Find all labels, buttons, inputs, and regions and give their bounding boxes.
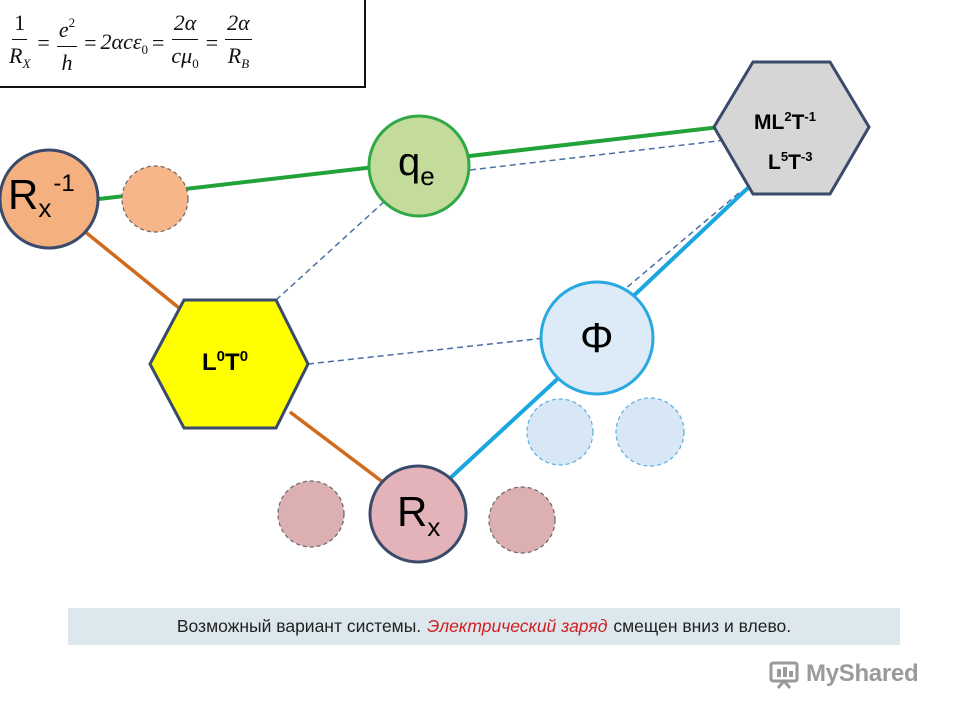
formula-term-2-den: h — [61, 50, 73, 75]
formula-term-1-num: 1 — [12, 8, 28, 40]
node-hexagon-l0t0 — [148, 298, 310, 430]
label-hexagon-l0t0: L0T0 — [202, 348, 249, 376]
formula-term-2-num: e2 — [56, 8, 78, 47]
label-hexagon-ml2t-line1: ML2T-1 — [754, 109, 816, 134]
formula-term-5: 2α RB — [225, 8, 252, 79]
caption-highlight: Электрический заряд — [427, 616, 608, 636]
formula-term-4-den: cμ0 — [171, 42, 199, 71]
node-hexagon-ml2t — [712, 60, 871, 196]
formula-term-4: 2α cμ0 — [171, 8, 198, 79]
dashed-edge-l0t0-phi — [307, 337, 546, 365]
presentation-icon — [769, 661, 799, 689]
edge-rx-phi — [444, 370, 567, 484]
watermark: MyShared — [768, 656, 919, 692]
formula-term-5-den: RB — [227, 42, 250, 71]
equals-sign: = — [152, 30, 165, 55]
edge-phi-ml — [624, 182, 754, 305]
edge-l0t0-rx — [288, 410, 390, 488]
ghost-circle-pink-right — [488, 486, 556, 554]
equals-sign: = — [205, 30, 219, 55]
watermark-text: MyShared — [806, 660, 919, 687]
label-hexagon-ml2t: ML2T-1 L5T-3 — [754, 100, 816, 180]
formula-term-1: 1 RX — [9, 8, 30, 79]
caption-text-before: Возможный вариант системы. — [176, 616, 422, 636]
label-hexagon-ml2t-line2: L5T-3 — [768, 149, 813, 174]
node-rx — [368, 464, 468, 564]
ghost-circle-blue-left — [526, 398, 594, 466]
node-phi — [539, 280, 655, 396]
label-phi: Φ — [580, 314, 614, 361]
node-rx-inverse — [0, 148, 100, 250]
edge-rxinv-l0t0 — [76, 224, 186, 314]
caption-text-after: смещен вниз и влево. — [613, 616, 792, 636]
node-qe — [367, 114, 471, 218]
equals-sign: = — [84, 30, 97, 55]
ghost-circle-blue-right — [615, 397, 685, 467]
label-rx: Rx — [397, 488, 441, 542]
ghost-circle-pink-left — [277, 480, 345, 548]
formula-term-2: e2 h — [56, 8, 78, 78]
dashed-edge-qe-ml — [469, 139, 727, 171]
label-rx-inverse: Rx-1 — [8, 170, 75, 223]
formula-box: 1 RX = e2 h = 2αcε0 = 2α cμ0 = 2α RB — [0, 0, 366, 88]
formula-term-4-num: 2α — [171, 8, 199, 40]
ghost-circle-orange — [121, 165, 189, 233]
formula-term-3: 2αcε0 — [100, 28, 148, 57]
formula-term-1-den: RX — [9, 42, 31, 71]
formula-term-5-num: 2α — [225, 8, 252, 40]
dashed-edge-phi-ml — [611, 191, 741, 301]
dashed-edge-l0t0-qe — [275, 199, 387, 301]
label-qe: qe — [398, 140, 435, 191]
caption-bar: Возможный вариант системы. Электрический… — [68, 608, 900, 645]
equals-sign: = — [37, 30, 50, 55]
